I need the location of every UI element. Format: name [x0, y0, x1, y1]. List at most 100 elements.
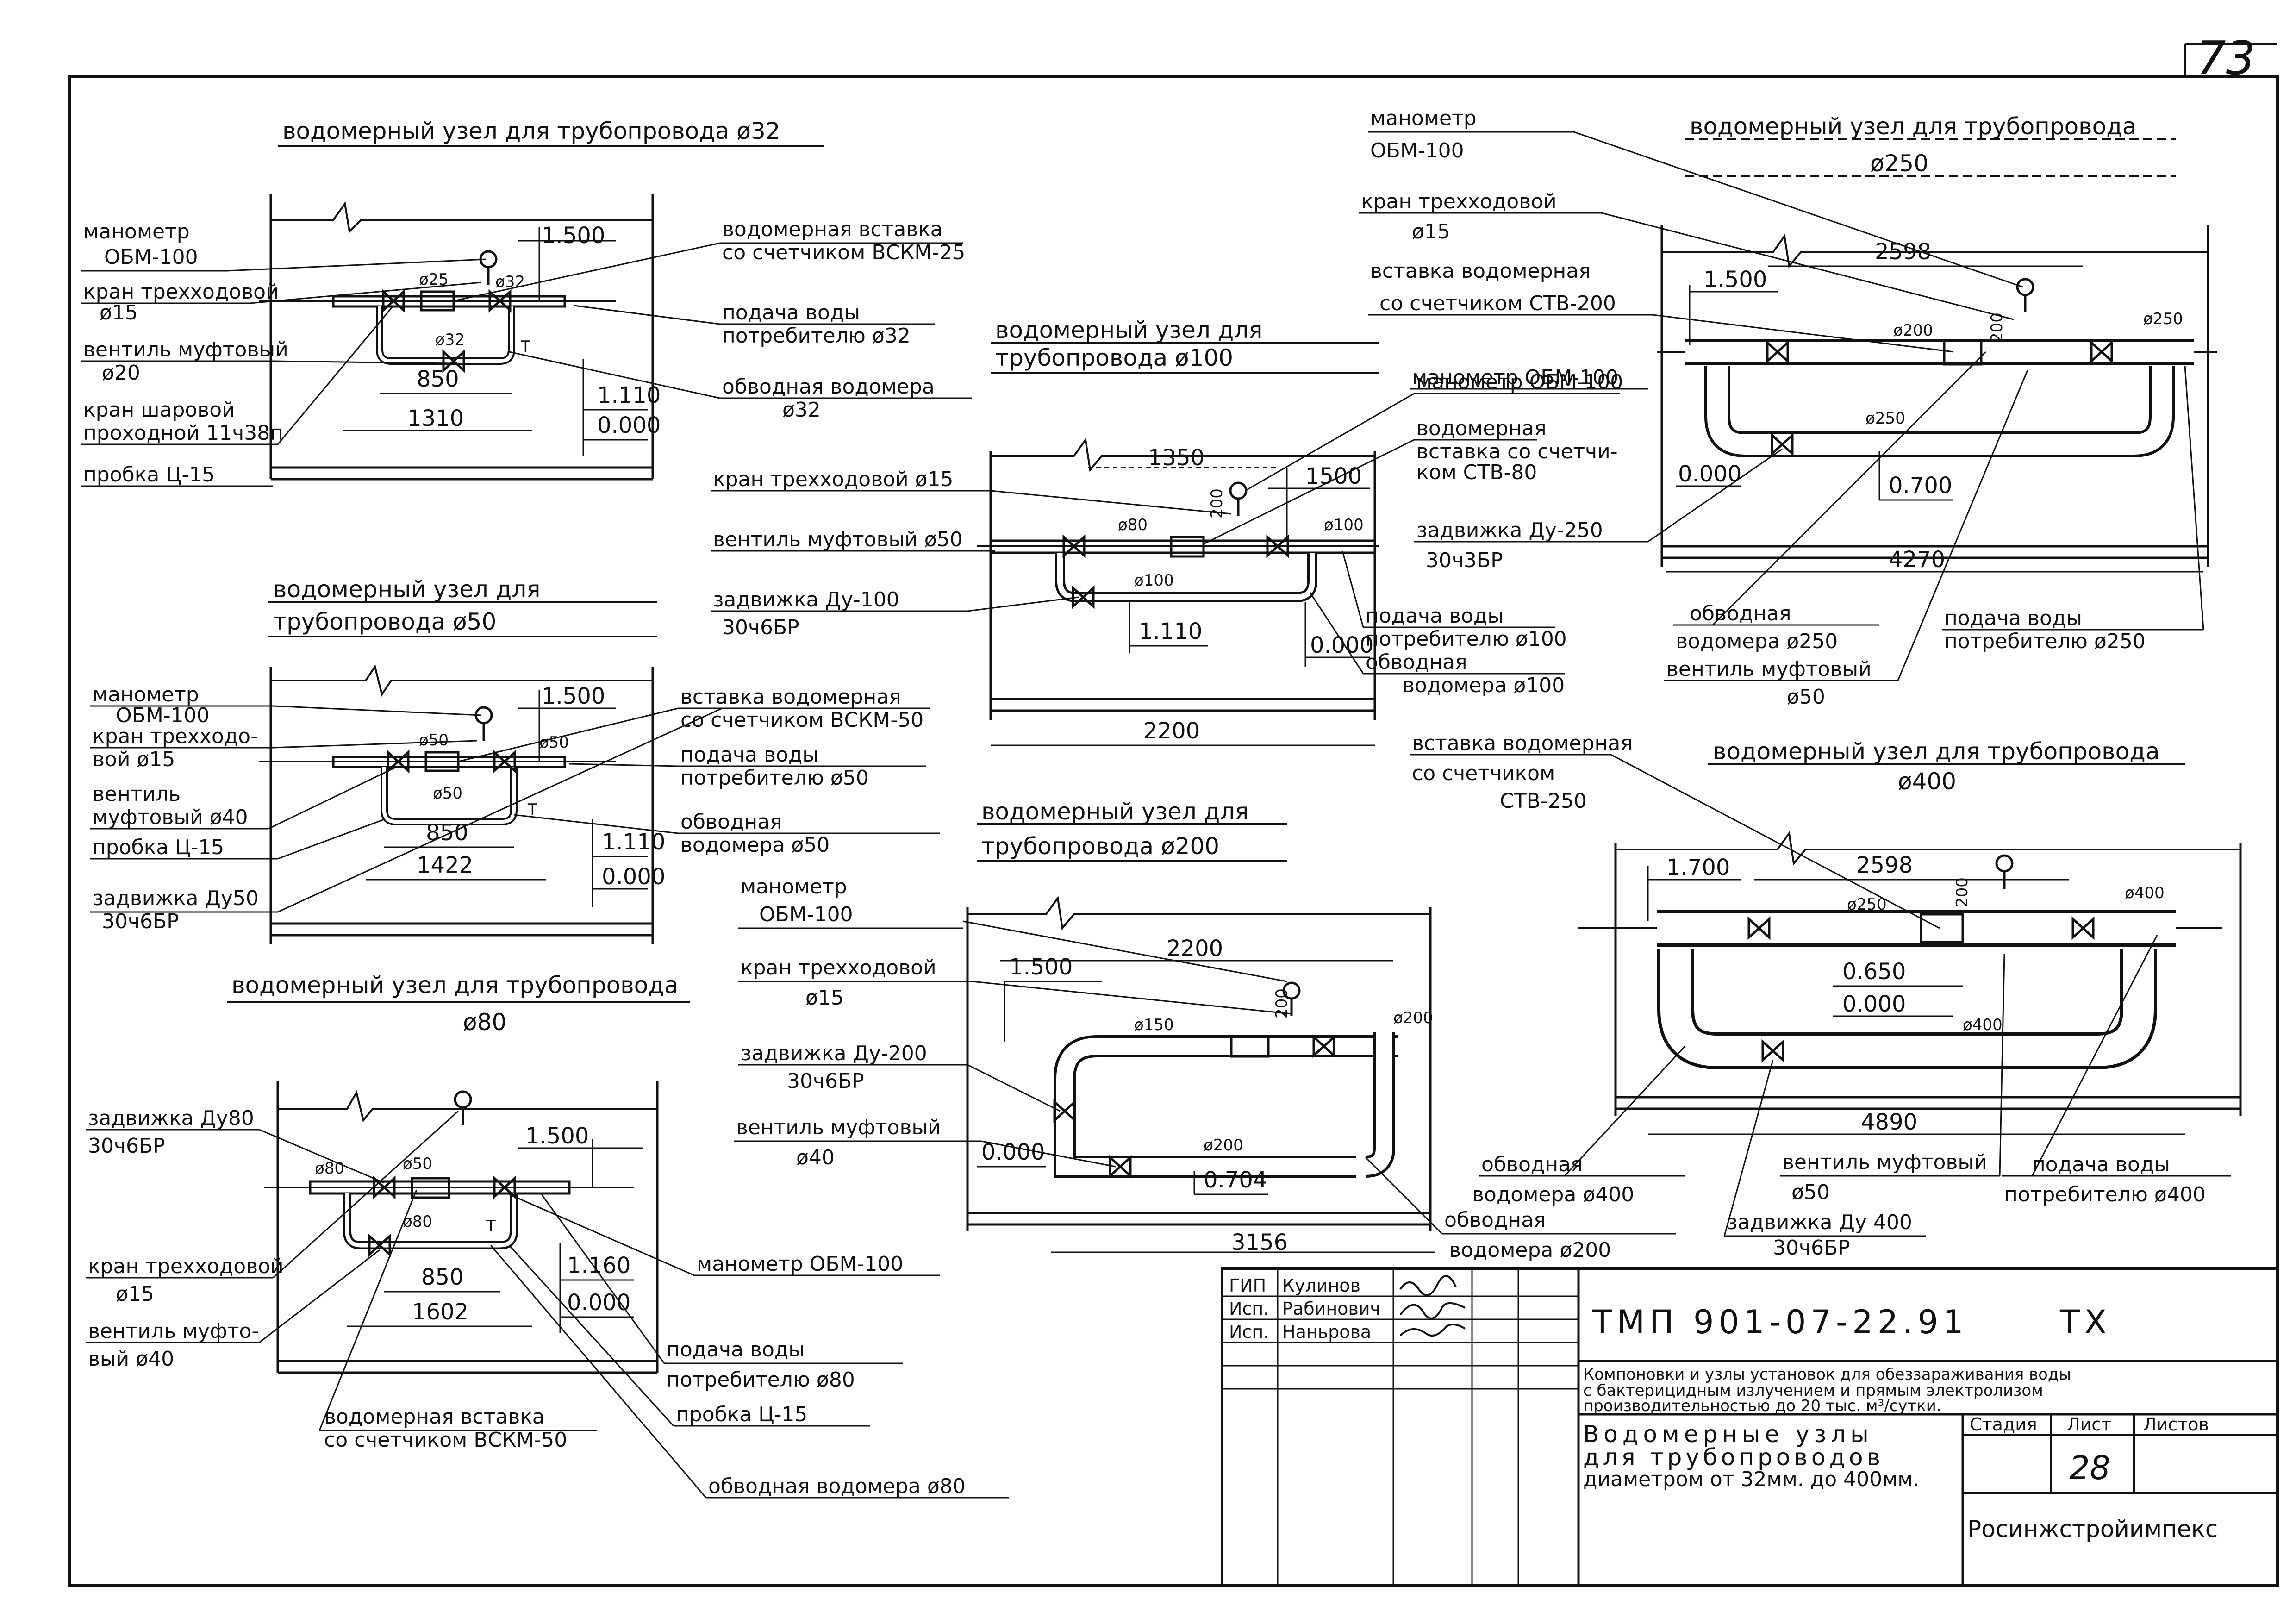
svg-text:1.500: 1.500	[525, 1123, 589, 1149]
svg-text:ø50: ø50	[1787, 685, 1825, 709]
svg-text:ø50: ø50	[419, 731, 449, 750]
svg-text:30ч6БР: 30ч6БР	[88, 1134, 165, 1158]
svg-text:подача воды: подача воды	[1366, 604, 1504, 628]
svg-text:вентиль муфто-: вентиль муфто-	[88, 1319, 259, 1343]
svg-text:задвижка Ду50: задвижка Ду50	[93, 887, 259, 910]
svg-text:водомера ø400: водомера ø400	[1472, 1183, 1634, 1206]
svg-text:ø100: ø100	[1324, 516, 1364, 534]
svg-text:0.650: 0.650	[1842, 959, 1906, 985]
svg-text:30ч6БР: 30ч6БР	[1773, 1236, 1850, 1260]
svg-text:ø15: ø15	[116, 1282, 154, 1306]
svg-text:обводная: обводная	[1366, 650, 1467, 674]
svg-text:манометр: манометр	[93, 683, 199, 706]
svg-text:трубопровода ø100: трубопровода ø100	[995, 344, 1233, 371]
svg-text:30ч6БР: 30ч6БР	[722, 616, 799, 639]
svg-text:30ч3БР: 30ч3БР	[1426, 549, 1503, 572]
svg-text:ОБМ-100: ОБМ-100	[104, 245, 198, 269]
svg-text:обводная: обводная	[1690, 602, 1791, 625]
svg-text:водомерная: водомерная	[1416, 417, 1547, 440]
svg-text:водомера ø250: водомера ø250	[1676, 630, 1838, 653]
svg-text:подача воды: подача воды	[680, 743, 818, 767]
svg-text:вый ø40: вый ø40	[88, 1347, 174, 1371]
svg-text:водомерный узел для: водомерный узел для	[995, 317, 1262, 344]
svg-text:со счетчиком: со счетчиком	[1412, 762, 1555, 785]
svg-text:вставка водомерная: вставка водомерная	[680, 685, 901, 709]
svg-text:кран трехходовой: кран трехходовой	[741, 956, 936, 980]
svg-text:2200: 2200	[1143, 718, 1200, 744]
svg-text:вентиль муфтовый: вентиль муфтовый	[83, 338, 288, 362]
node-d200: водомерный узел для трубопровода ø200 ø1…	[734, 798, 1676, 1262]
svg-text:ОБМ-100: ОБМ-100	[759, 903, 853, 926]
pipe-bypass: ø32	[435, 331, 465, 349]
svg-text:1.700: 1.700	[1666, 855, 1730, 881]
svg-text:пробка Ц-15: пробка Ц-15	[83, 463, 215, 487]
svg-text:водомера ø200: водомера ø200	[1449, 1238, 1611, 1262]
svg-text:вставка водомерная: вставка водомерная	[1370, 259, 1591, 283]
svg-text:30ч6БР: 30ч6БР	[787, 1069, 864, 1093]
svg-text:1.160: 1.160	[567, 1253, 630, 1279]
svg-text:ø50: ø50	[1791, 1181, 1830, 1204]
svg-text:обводная: обводная	[680, 810, 782, 834]
svg-text:Стадия: Стадия	[1970, 1414, 2037, 1435]
svg-text:200: 200	[1208, 488, 1226, 518]
svg-text:4890: 4890	[1861, 1109, 1917, 1135]
svg-text:ø200: ø200	[1393, 1009, 1433, 1027]
svg-text:ø15: ø15	[1412, 220, 1450, 244]
svg-text:вставка водомерная: вставка водомерная	[1412, 731, 1633, 755]
svg-text:вентиль муфтовый: вентиль муфтовый	[1666, 657, 1872, 681]
svg-text:850: 850	[421, 1264, 464, 1290]
svg-text:ø400: ø400	[1898, 768, 1956, 795]
svg-text:кран трехходовой: кран трехходовой	[1361, 190, 1557, 213]
svg-text:Водомерные узлы: Водомерные узлы	[1583, 1421, 1873, 1448]
svg-text:1350: 1350	[1148, 445, 1204, 471]
svg-text:задвижка Ду-100: задвижка Ду-100	[713, 588, 899, 612]
svg-text:трубопровода ø50: трубопровода ø50	[273, 608, 496, 635]
svg-text:ø100: ø100	[1134, 571, 1174, 590]
svg-text:потребителю ø50: потребителю ø50	[680, 766, 869, 790]
svg-text:1602: 1602	[412, 1299, 468, 1325]
svg-text:0.700: 0.700	[1889, 473, 1952, 499]
page-number: 73	[2196, 31, 2255, 85]
svg-text:пробка Ц-15: пробка Ц-15	[93, 836, 224, 859]
svg-text:1500: 1500	[1305, 463, 1362, 489]
svg-text:2200: 2200	[1167, 936, 1223, 962]
svg-text:водомерный узел для трубопрово: водомерный узел для трубопровода	[1690, 113, 2136, 140]
node-d100: водомерный узел для трубопровода ø100 ø8…	[711, 317, 1623, 746]
svg-text:задвижка Ду-200: задвижка Ду-200	[741, 1042, 927, 1065]
svg-text:манометр: манометр	[83, 220, 190, 244]
svg-text:водомера ø50: водомера ø50	[680, 833, 830, 857]
svg-text:вентиль: вентиль	[93, 782, 181, 806]
svg-text:ø50: ø50	[403, 1155, 432, 1173]
svg-text:ø250: ø250	[1847, 895, 1887, 914]
svg-text:T: T	[486, 1217, 496, 1236]
svg-text:водомерный узел для: водомерный узел для	[273, 576, 540, 603]
svg-text:1.500: 1.500	[542, 683, 605, 709]
svg-text:0.000: 0.000	[1310, 632, 1373, 658]
svg-text:ОБМ-100: ОБМ-100	[116, 704, 210, 727]
svg-text:водомерная вставка: водомерная вставка	[324, 1405, 545, 1429]
node-d400: водомерный узел для трубопровода ø400 ø2…	[1410, 731, 2242, 1260]
svg-text:ø250: ø250	[2143, 310, 2183, 328]
svg-text:ø400: ø400	[2125, 884, 2165, 902]
svg-text:ø200: ø200	[1204, 1136, 1243, 1155]
svg-text:ø80: ø80	[463, 1009, 506, 1036]
svg-text:ком СТВ-80: ком СТВ-80	[1416, 461, 1537, 484]
svg-text:пробка Ц-15: пробка Ц-15	[676, 1403, 807, 1426]
svg-text:обводная водомера ø80: обводная водомера ø80	[708, 1474, 966, 1498]
svg-text:для трубопроводов: для трубопроводов	[1583, 1444, 1884, 1471]
svg-text:Рабинович: Рабинович	[1282, 1299, 1380, 1319]
svg-text:Наньрова: Наньрова	[1282, 1322, 1371, 1342]
svg-text:потребителю ø80: потребителю ø80	[667, 1368, 855, 1392]
svg-text:Исп.: Исп.	[1229, 1322, 1269, 1342]
svg-text:со счетчиком СТВ-200: со счетчиком СТВ-200	[1379, 292, 1616, 315]
svg-text:1.500: 1.500	[1703, 267, 1767, 293]
svg-text:вой ø15: вой ø15	[93, 748, 175, 771]
svg-text:потребителю ø100: потребителю ø100	[1366, 627, 1567, 651]
svg-text:обводная: обводная	[1444, 1208, 1546, 1232]
svg-text:вентиль муфтовый ø50: вентиль муфтовый ø50	[713, 528, 963, 551]
svg-text:кран трехходовой ø15: кран трехходовой ø15	[713, 468, 954, 491]
node-d50: водомерный узел для трубопровода ø50 ø50…	[90, 576, 940, 944]
svg-text:ОБМ-100: ОБМ-100	[1370, 139, 1464, 162]
svg-text:ø80: ø80	[315, 1159, 344, 1178]
svg-text:ТХ: ТХ	[2059, 1303, 2111, 1341]
